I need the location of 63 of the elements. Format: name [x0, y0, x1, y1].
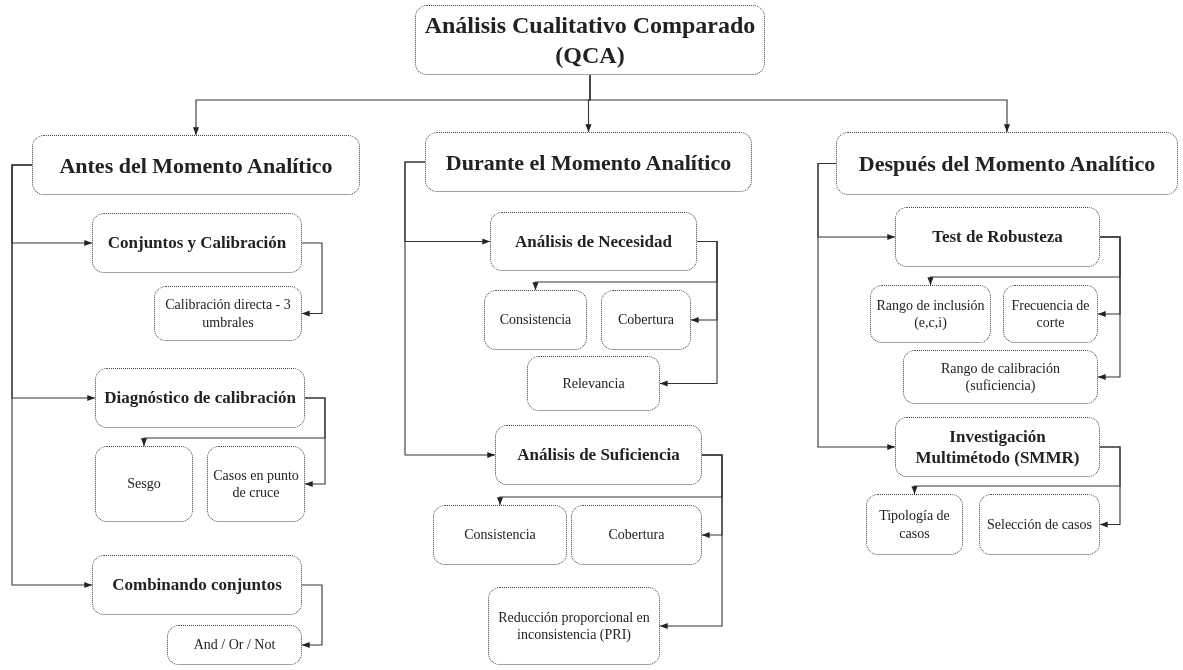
box-heading: Durante el Momento Analítico	[445, 148, 732, 177]
box-text: Consistencia	[499, 311, 572, 329]
rounded-box	[836, 132, 1178, 195]
rounded-box	[95, 446, 193, 522]
box-heading: Conjuntos y Calibración	[107, 232, 287, 254]
box-text: Rango de inclusión (e,c,i)	[875, 296, 986, 332]
rounded-box	[95, 368, 305, 428]
connector-arrow	[1099, 446, 1121, 528]
rounded-box	[167, 625, 302, 665]
box-text: Tipología de casos	[878, 507, 951, 542]
connector-arrow	[301, 584, 323, 649]
rounded-box	[154, 286, 302, 341]
rounded-box	[92, 555, 302, 615]
rounded-box	[207, 446, 305, 522]
connector-arrow	[659, 240, 718, 387]
box-heading: Análisis de Necesidad	[515, 230, 672, 253]
connector-arrow	[301, 242, 323, 317]
box-heading: Después del Momento Analítico	[858, 150, 1156, 178]
connector-arrow	[659, 454, 723, 630]
connector-arrow	[589, 74, 1011, 133]
rounded-box	[495, 425, 702, 485]
box-text: Reducción proporcional en inconsistencia (PRI)	[497, 608, 651, 644]
box-heading: Análisis de Suficiencia	[517, 444, 680, 466]
rounded-box	[415, 5, 765, 75]
rounded-box	[1003, 285, 1098, 343]
connector-arrow	[304, 397, 326, 488]
rounded-box	[488, 587, 660, 665]
rounded-box	[601, 290, 691, 350]
rounded-box	[866, 494, 963, 555]
box-heading: Antes del Momento Analítico	[59, 151, 333, 180]
box-text: Consistencia	[464, 526, 536, 544]
rounded-box	[870, 285, 991, 343]
box-text: Cobertura	[618, 311, 674, 329]
connector-arrow	[404, 161, 496, 459]
rounded-box	[433, 505, 567, 565]
connector-arrow	[1097, 236, 1121, 381]
rounded-box	[895, 207, 1100, 267]
rounded-box	[425, 132, 752, 192]
box-heading: Test de Robusteza	[932, 226, 1063, 248]
box-heading: Análisis Cualitativo Comparado (QCA)	[423, 11, 757, 70]
box-text: Rango de calibración (suficiencia)	[940, 359, 1061, 395]
box-text: Casos en punto de cruce	[212, 466, 300, 502]
box-heading: Combinando conjuntos	[112, 574, 282, 596]
box-text: Selección de casos	[987, 515, 1092, 534]
rounded-box	[903, 350, 1098, 404]
box-text: Cobertura	[608, 526, 665, 544]
box-heading: Investigación Multimétodo (SMMR)	[914, 425, 1081, 469]
rounded-box	[490, 212, 697, 271]
box-text: Relevancia	[562, 374, 625, 393]
box-heading: Diagnóstico de calibración	[104, 387, 296, 409]
rounded-box	[92, 213, 302, 273]
box-text: Sesgo	[127, 475, 161, 493]
rounded-box	[484, 290, 587, 350]
box-text: Frecuencia de corte	[1010, 296, 1091, 332]
rounded-box	[32, 135, 360, 195]
rounded-box	[571, 505, 702, 565]
rounded-box	[527, 356, 660, 411]
box-text: Calibración directa - 3 umbrales	[164, 296, 292, 331]
box-text: And / Or / Not	[193, 636, 276, 654]
rounded-box	[895, 417, 1100, 477]
connector-arrow	[817, 162, 896, 451]
connector-arrow	[11, 164, 93, 589]
rounded-box	[979, 494, 1100, 555]
